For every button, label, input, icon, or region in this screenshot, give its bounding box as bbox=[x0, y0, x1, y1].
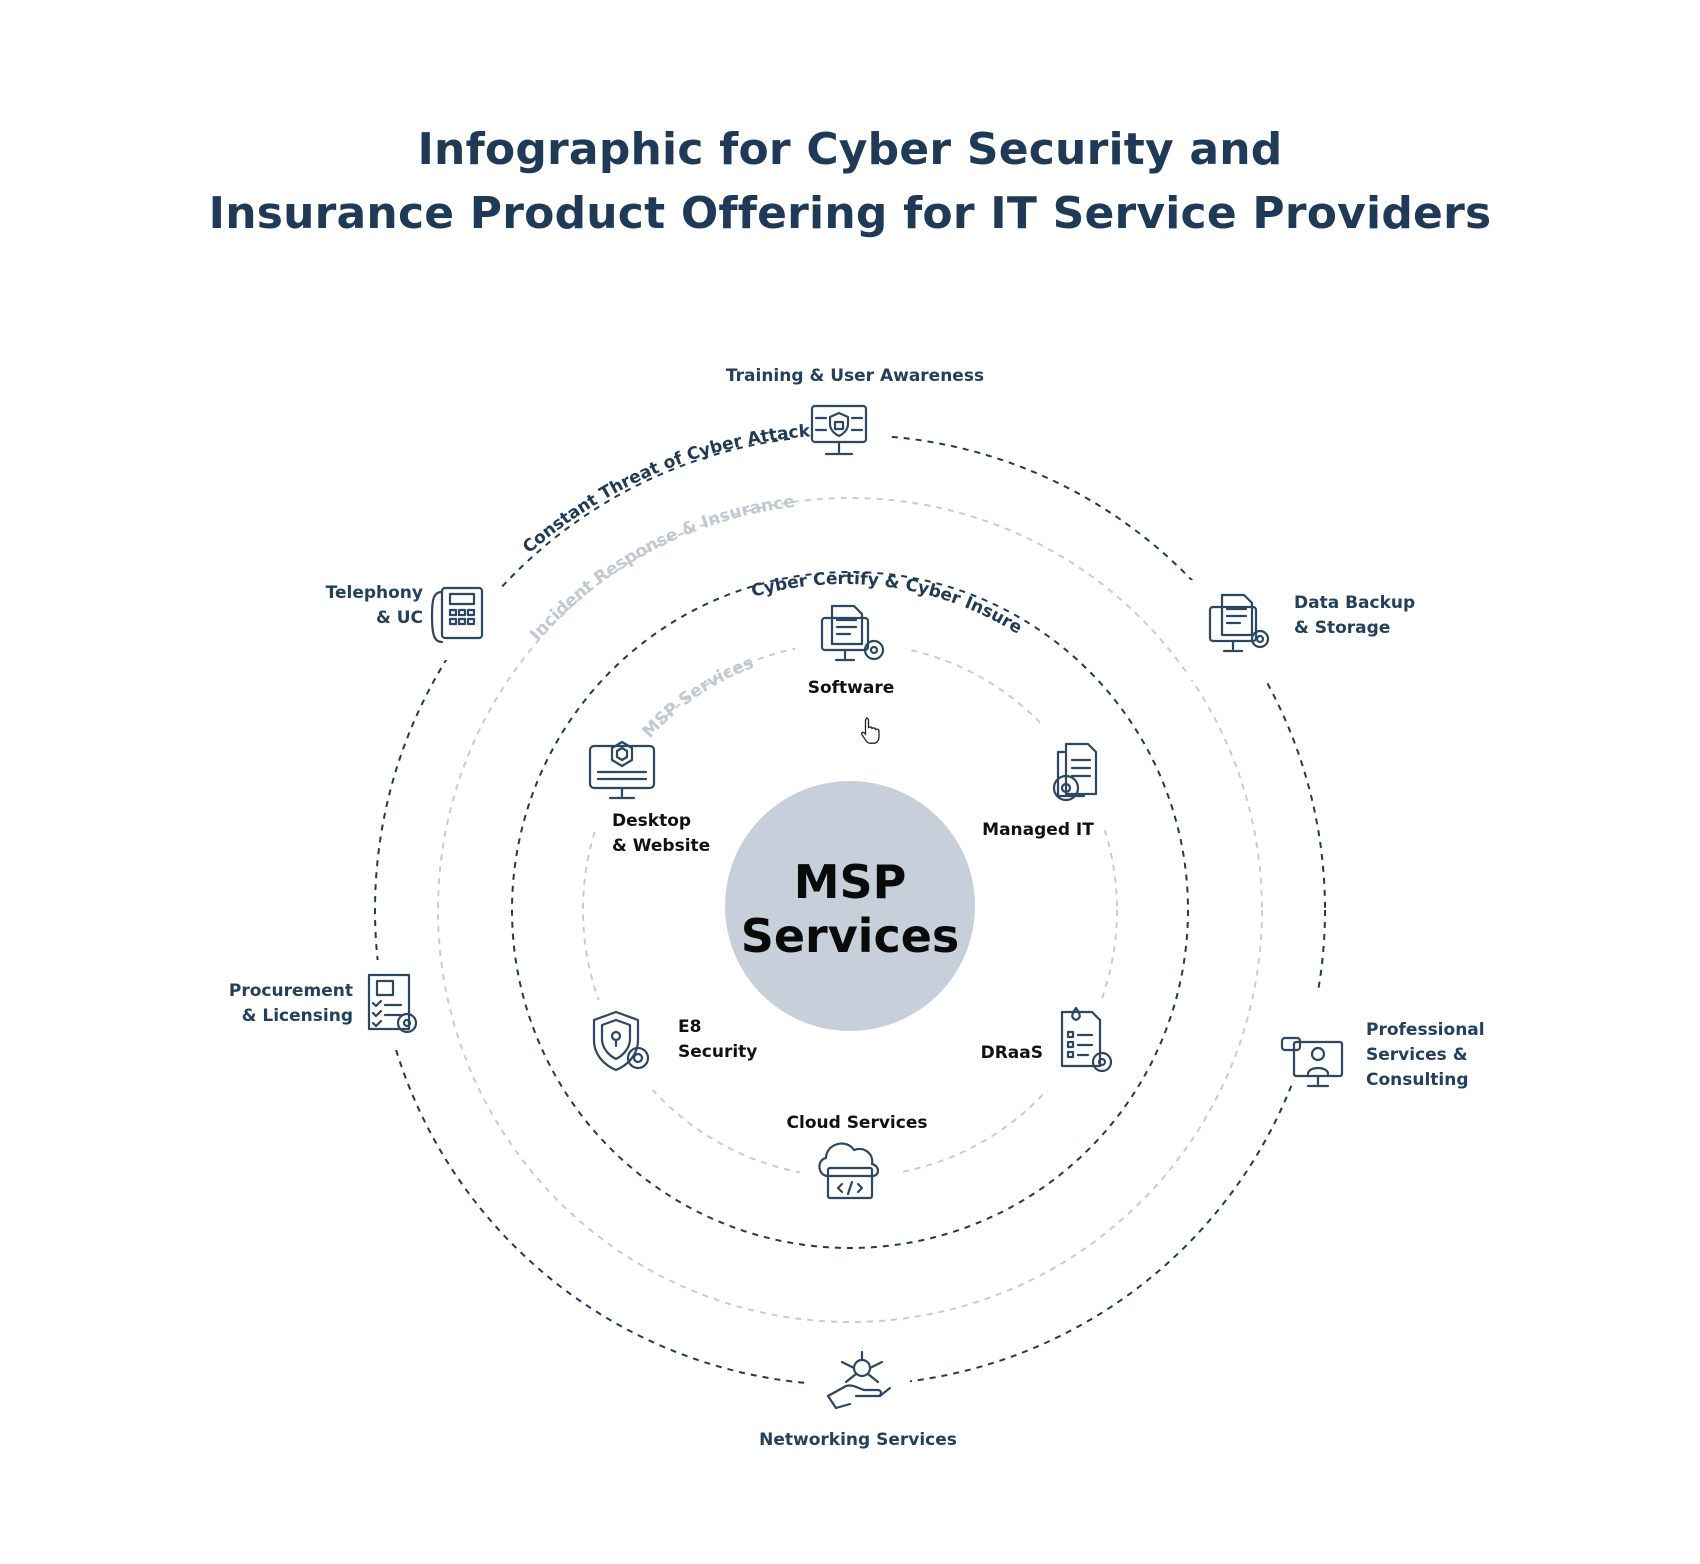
page-title: Infographic for Cyber Security and Insur… bbox=[0, 118, 1700, 246]
training-label: Training & User Awareness bbox=[726, 366, 984, 386]
inner-ring bbox=[582, 642, 1118, 1178]
desktop-label-1: Desktop bbox=[612, 811, 691, 831]
managed-it-label: Managed IT bbox=[982, 820, 1094, 840]
networking-label: Networking Services bbox=[759, 1430, 957, 1450]
desk-phone-icon bbox=[430, 586, 484, 644]
document-monitor-gear-icon bbox=[820, 604, 885, 662]
documents-gear-icon bbox=[1052, 742, 1098, 802]
hand-cursor-icon bbox=[861, 717, 880, 744]
procurement-label-2: & Licensing bbox=[242, 1006, 353, 1026]
data-backup-label-1: Data Backup bbox=[1294, 593, 1415, 613]
data-backup-label-2: & Storage bbox=[1294, 618, 1390, 638]
shield-lock-gear-icon bbox=[592, 1010, 650, 1072]
e8-label-1: E8 bbox=[678, 1017, 701, 1037]
center-line-2: Services bbox=[741, 909, 960, 963]
clipboard-drop-gear-icon bbox=[1060, 1006, 1113, 1073]
second-ring bbox=[437, 497, 1263, 1323]
consultant-monitor-icon bbox=[1280, 1036, 1344, 1088]
professional-label-1: Professional bbox=[1366, 1020, 1485, 1040]
cloud-label: Cloud Services bbox=[787, 1113, 928, 1133]
computer-document-gear-icon bbox=[1208, 593, 1270, 653]
third-ring bbox=[511, 571, 1189, 1249]
monitor-shield-icon bbox=[810, 404, 868, 456]
hand-network-icon bbox=[826, 1350, 892, 1410]
e8-label-2: Security bbox=[678, 1042, 757, 1062]
professional-label-3: Consulting bbox=[1366, 1070, 1469, 1090]
telephony-label-2: & UC bbox=[376, 608, 423, 628]
cloud-code-icon bbox=[818, 1142, 880, 1200]
software-label: Software bbox=[808, 678, 895, 698]
center-line-1: MSP bbox=[794, 855, 907, 909]
title-line-1: Infographic for Cyber Security and bbox=[417, 124, 1283, 175]
ring-gaps bbox=[360, 398, 1348, 1405]
center-circle bbox=[725, 781, 975, 1031]
ring-label-inner: MSP Services bbox=[639, 653, 757, 742]
checklist-scroll-icon bbox=[367, 973, 418, 1034]
desktop-label-2: & Website bbox=[612, 836, 710, 856]
telephony-label-1: Telephony bbox=[326, 583, 423, 603]
professional-label-2: Services & bbox=[1366, 1045, 1468, 1065]
monitor-hexagon-icon bbox=[588, 740, 656, 800]
draas-label: DRaaS bbox=[981, 1043, 1043, 1063]
title-line-2: Insurance Product Offering for IT Servic… bbox=[208, 188, 1492, 239]
procurement-label-1: Procurement bbox=[229, 981, 353, 1001]
